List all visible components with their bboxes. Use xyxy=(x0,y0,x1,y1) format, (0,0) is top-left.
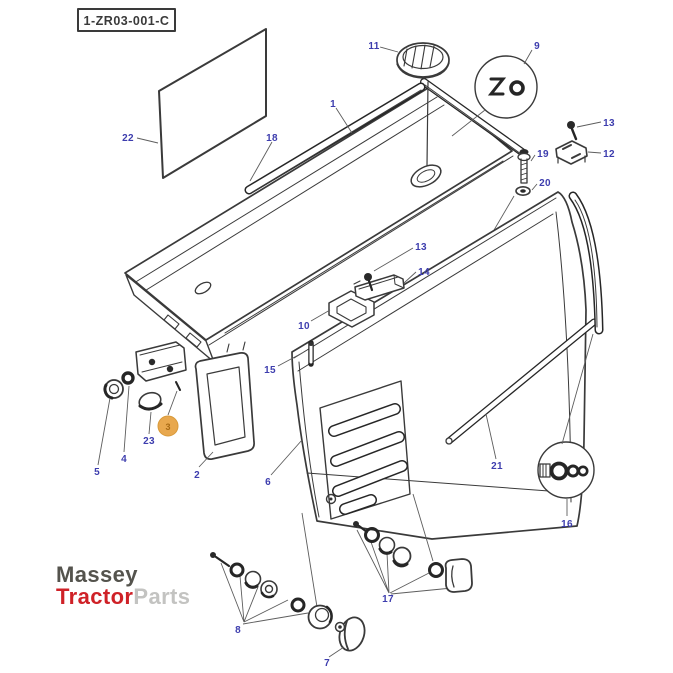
callout-1[interactable]: 1 xyxy=(330,99,336,110)
part-18-trim-rod xyxy=(244,82,426,195)
callout-20[interactable]: 20 xyxy=(539,178,551,189)
part-13a-bolt xyxy=(353,273,374,292)
callout-23[interactable]: 23 xyxy=(143,436,155,447)
brand-word-tractor: Tractor xyxy=(56,584,134,609)
part-7-knob xyxy=(334,616,366,652)
hood-crease-lines xyxy=(133,96,514,346)
callout-13-mid[interactable]: 13 xyxy=(415,242,427,253)
cap-skirt xyxy=(396,62,450,79)
detail-circle-16 xyxy=(537,441,595,499)
part-11-fuel-cap xyxy=(396,42,450,167)
doc-code-box: 1-ZR03-001-C xyxy=(77,8,176,32)
brand-word-massey: Massey xyxy=(56,562,138,587)
hood-oval-hole xyxy=(194,281,212,295)
fuel-cap-hole-inner xyxy=(416,169,436,183)
part-10-bracket xyxy=(328,290,375,328)
part-21-rod xyxy=(445,318,598,445)
callout-8[interactable]: 8 xyxy=(235,625,241,636)
callout-7[interactable]: 7 xyxy=(324,658,330,669)
part-5-grommet xyxy=(103,379,124,400)
callout-6[interactable]: 6 xyxy=(265,477,271,488)
callout-11[interactable]: 11 xyxy=(368,41,379,52)
callout-12[interactable]: 12 xyxy=(603,149,615,160)
part-20-washer xyxy=(515,186,531,197)
callout-9[interactable]: 9 xyxy=(534,41,540,52)
callout-14[interactable]: 14 xyxy=(418,267,430,278)
cluster-17-leader-lines xyxy=(356,493,453,595)
callout-22[interactable]: 22 xyxy=(122,133,134,144)
louver-recess xyxy=(319,380,411,520)
fastener-cluster-8 xyxy=(210,512,333,630)
part-19-bolt xyxy=(517,149,531,184)
callout-10[interactable]: 10 xyxy=(298,321,310,332)
part-1-hood-panel xyxy=(124,84,514,363)
panel-bolt-hole xyxy=(325,493,337,505)
callout-18[interactable]: 18 xyxy=(266,133,278,144)
side-panel-creases xyxy=(293,197,577,518)
bolt-head-glyph xyxy=(539,463,551,478)
hood-outline xyxy=(124,84,513,341)
callout-21[interactable]: 21 xyxy=(491,461,503,472)
part-23-plug xyxy=(138,391,163,411)
clip-ring-glyph xyxy=(509,80,525,96)
callout-2[interactable]: 2 xyxy=(194,470,200,481)
detail-circle-9 xyxy=(474,55,538,119)
doc-code-frame xyxy=(77,8,176,32)
part-4-washer xyxy=(121,371,135,385)
callout-3-highlight-circle[interactable] xyxy=(157,415,179,437)
cluster-8-leader-lines xyxy=(220,512,318,625)
callout-13-top[interactable]: 13 xyxy=(603,118,615,129)
callout-5[interactable]: 5 xyxy=(94,467,100,478)
part-3-hinge-bracket xyxy=(135,341,187,391)
part-13b-bolt xyxy=(567,121,578,141)
cap-leader-stem xyxy=(426,81,429,167)
callout-17[interactable]: 17 xyxy=(382,594,394,605)
part-2-loop-frame xyxy=(194,341,255,460)
part-15-pin xyxy=(308,340,314,367)
brand-word-parts: Parts xyxy=(133,584,191,609)
rear-trim-strip xyxy=(568,191,604,335)
fuel-cap-hole xyxy=(410,164,442,188)
part-6-side-panel xyxy=(291,191,587,540)
callout-3[interactable]: 3 xyxy=(165,422,170,432)
flange-cutouts xyxy=(163,314,202,348)
callout-4[interactable]: 4 xyxy=(121,454,127,465)
callout-15[interactable]: 15 xyxy=(264,365,276,376)
part-12-clip xyxy=(555,140,588,165)
cap-hatch xyxy=(403,44,435,70)
callout-19[interactable]: 19 xyxy=(537,149,549,160)
washer-glyph-small xyxy=(577,465,589,477)
callout-3-highlighted[interactable]: 3 xyxy=(157,415,179,437)
detail-circle-9-ring xyxy=(474,55,538,119)
callout-16[interactable]: 16 xyxy=(561,519,573,530)
fastener-cluster-17 xyxy=(353,493,473,595)
doc-code-label: 1-ZR03-001-C xyxy=(84,14,170,28)
cap-inner xyxy=(402,44,444,70)
louvers-inner xyxy=(329,404,407,514)
part-14-latch xyxy=(354,274,405,301)
part-22-sheet xyxy=(158,28,267,179)
clip-glyph xyxy=(487,77,507,96)
callout-leader-lines xyxy=(97,46,602,658)
